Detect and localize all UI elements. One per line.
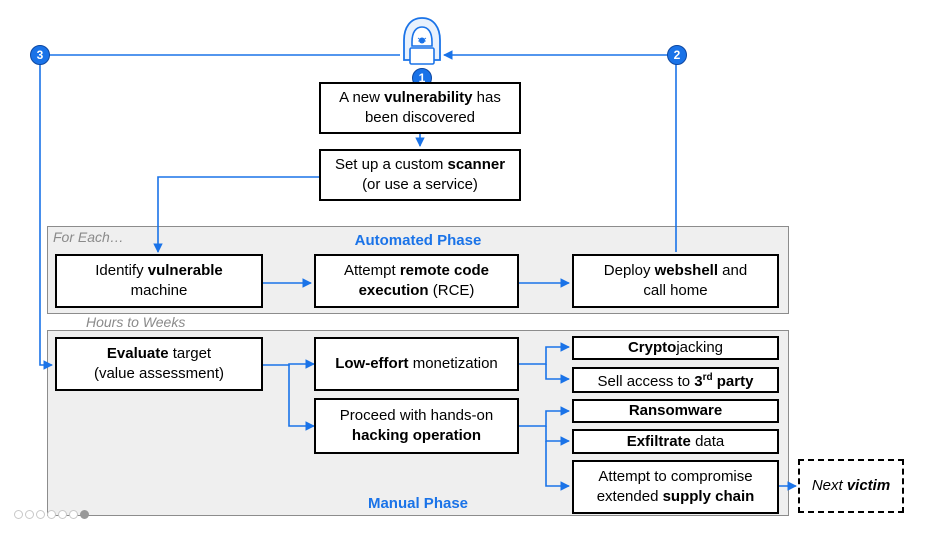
identify-vulnerable-box: Identify vulnerable machine <box>55 254 263 308</box>
step-badge-2: 2 <box>667 45 687 65</box>
hours-to-weeks-note: Hours to Weeks <box>86 314 186 330</box>
automated-phase-title: Automated Phase <box>354 232 482 249</box>
step-badge-3: 3 <box>30 45 50 65</box>
evaluate-target-box: Evaluate target (value assessment) <box>55 337 263 391</box>
low-effort-monetization-box: Low-effort monetization <box>314 337 519 391</box>
bug-icon <box>417 37 427 44</box>
slide-dot[interactable] <box>58 510 67 519</box>
slide-dot[interactable] <box>36 510 45 519</box>
cryptojacking-box: Cryptojacking <box>572 336 779 360</box>
slide-dot[interactable] <box>69 510 78 519</box>
slide-dot[interactable] <box>14 510 23 519</box>
vulnerability-discovered-box: A new vulnerability has been discovered <box>319 82 521 134</box>
next-victim-box: Next victim <box>798 459 904 513</box>
attempt-rce-box: Attempt remote code execution (RCE) <box>314 254 519 308</box>
slide-nav-dots[interactable] <box>14 510 89 519</box>
setup-scanner-box: Set up a custom scanner (or use a servic… <box>319 149 521 201</box>
exfiltrate-data-box: Exfiltrate data <box>572 429 779 454</box>
slide-dot-active[interactable] <box>80 510 89 519</box>
sell-access-box: Sell access to 3rd party <box>572 367 779 393</box>
manual-phase-title: Manual Phase <box>367 495 469 512</box>
supply-chain-box: Attempt to compromise extended supply ch… <box>572 460 779 514</box>
hands-on-hacking-box: Proceed with hands-on hacking operation <box>314 398 519 454</box>
slide-dot[interactable] <box>25 510 34 519</box>
for-each-note: For Each… <box>53 229 124 245</box>
deploy-webshell-box: Deploy webshell and call home <box>572 254 779 308</box>
slide-dot[interactable] <box>47 510 56 519</box>
ransomware-box: Ransomware <box>572 399 779 423</box>
